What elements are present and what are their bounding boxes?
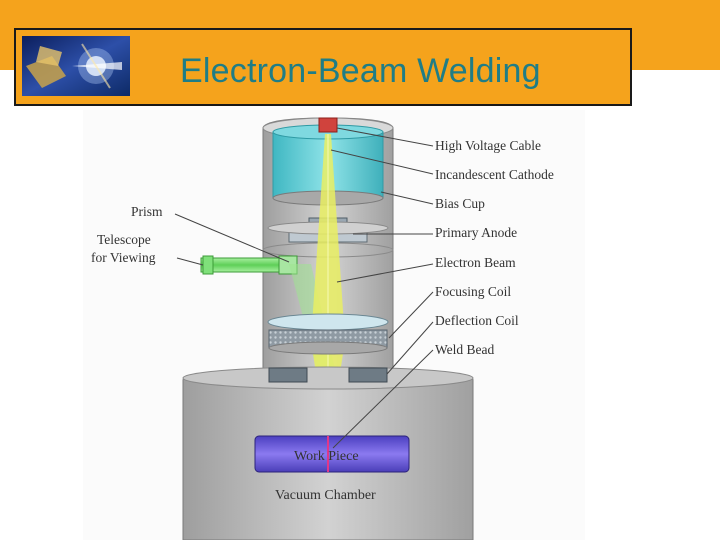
label-focusing-coil: Focusing Coil <box>435 284 511 299</box>
high-voltage-cable-connector <box>318 117 338 133</box>
label-primary-anode: Primary Anode <box>435 225 517 240</box>
label-bias-cup: Bias Cup <box>435 196 485 211</box>
label-work-piece: Work Piece <box>294 449 359 464</box>
label-incandescent-cathode: Incandescent Cathode <box>435 167 554 182</box>
label-telescope-line1: Telescope <box>97 232 151 247</box>
deflection-coil-right <box>348 367 388 383</box>
label-prism: Prism <box>131 204 163 219</box>
label-high-voltage-cable: High Voltage Cable <box>435 138 541 153</box>
label-vacuum-chamber: Vacuum Chamber <box>275 488 376 503</box>
label-electron-beam: Electron Beam <box>435 255 516 270</box>
header-thumbnail-image <box>22 36 130 96</box>
label-deflection-coil: Deflection Coil <box>435 313 519 328</box>
deflection-coil-left <box>268 367 308 383</box>
focusing-coil <box>267 313 389 355</box>
electron-beam-welding-diagram: High Voltage Cable Incandescent Cathode … <box>83 110 585 541</box>
label-telescope-line2: for Viewing <box>91 250 156 265</box>
slide-title: Electron-Beam Welding <box>180 52 541 90</box>
label-weld-bead: Weld Bead <box>435 342 495 357</box>
work-piece <box>254 435 410 473</box>
label-leader-lines <box>174 127 434 449</box>
